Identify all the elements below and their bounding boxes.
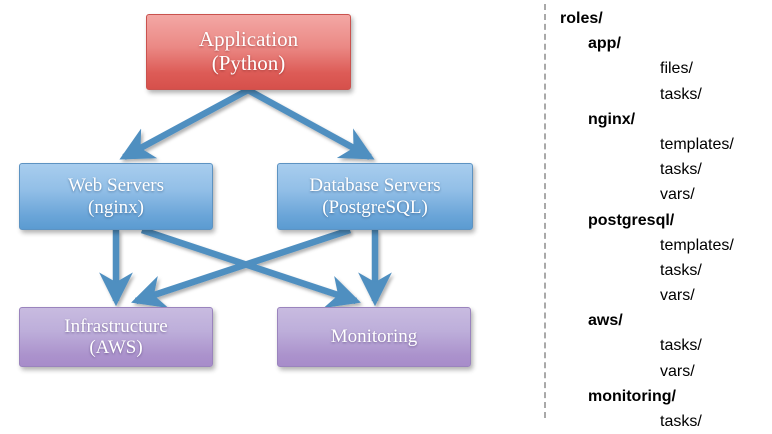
vertical-dashed-divider bbox=[544, 4, 546, 418]
roles-directory-tree: roles/app/files/tasks/nginx/templates/ta… bbox=[552, 6, 772, 430]
tree-row[interactable]: monitoring/ bbox=[588, 387, 676, 405]
tree-row[interactable]: vars/ bbox=[660, 287, 695, 305]
tree-row[interactable]: tasks/ bbox=[660, 161, 702, 179]
node-monitoring-line1: Monitoring bbox=[330, 326, 418, 348]
tree-row[interactable]: app/ bbox=[588, 35, 621, 53]
tree-row[interactable]: vars/ bbox=[660, 362, 695, 380]
node-infrastructure[interactable]: Infrastructure (AWS) bbox=[19, 307, 213, 367]
edge-database-to-infra bbox=[131, 226, 352, 309]
node-database-servers-line2: (PostgreSQL) bbox=[322, 196, 428, 218]
tree-row[interactable]: tasks/ bbox=[660, 261, 702, 279]
node-application-line1: Application bbox=[198, 27, 299, 52]
node-database-servers[interactable]: Database Servers (PostgreSQL) bbox=[277, 163, 473, 230]
node-infrastructure-line1: Infrastructure bbox=[64, 315, 168, 337]
tree-row[interactable]: postgresql/ bbox=[588, 211, 675, 229]
tree-row[interactable]: vars/ bbox=[660, 186, 695, 204]
tree-row[interactable]: templates/ bbox=[660, 135, 734, 153]
tree-row[interactable]: tasks/ bbox=[660, 337, 702, 355]
node-infrastructure-line2: (AWS) bbox=[89, 337, 143, 358]
tree-row[interactable]: files/ bbox=[660, 60, 693, 78]
node-monitoring[interactable]: Monitoring bbox=[277, 307, 471, 367]
node-application[interactable]: Application (Python) bbox=[146, 14, 351, 90]
tree-row[interactable]: roles/ bbox=[560, 10, 603, 27]
tree-row[interactable]: tasks/ bbox=[660, 85, 702, 103]
tree-row[interactable]: templates/ bbox=[660, 236, 734, 254]
diagram-page: Application (Python) Web Servers (nginx)… bbox=[19, 4, 772, 430]
edge-application-to-web bbox=[119, 87, 250, 160]
tree-row[interactable]: aws/ bbox=[588, 312, 623, 330]
node-application-line2: (Python) bbox=[211, 51, 286, 75]
node-web-servers-line1: Web Servers bbox=[67, 175, 165, 197]
edge-application-to-database bbox=[246, 87, 375, 160]
node-database-servers-line1: Database Servers bbox=[309, 175, 441, 197]
node-web-servers-line2: (nginx) bbox=[88, 196, 144, 218]
edge-web-to-monitoring bbox=[140, 226, 361, 309]
tree-row[interactable]: nginx/ bbox=[588, 110, 636, 128]
architecture-diagram: Application (Python) Web Servers (nginx)… bbox=[19, 14, 473, 367]
node-web-servers[interactable]: Web Servers (nginx) bbox=[19, 163, 213, 230]
